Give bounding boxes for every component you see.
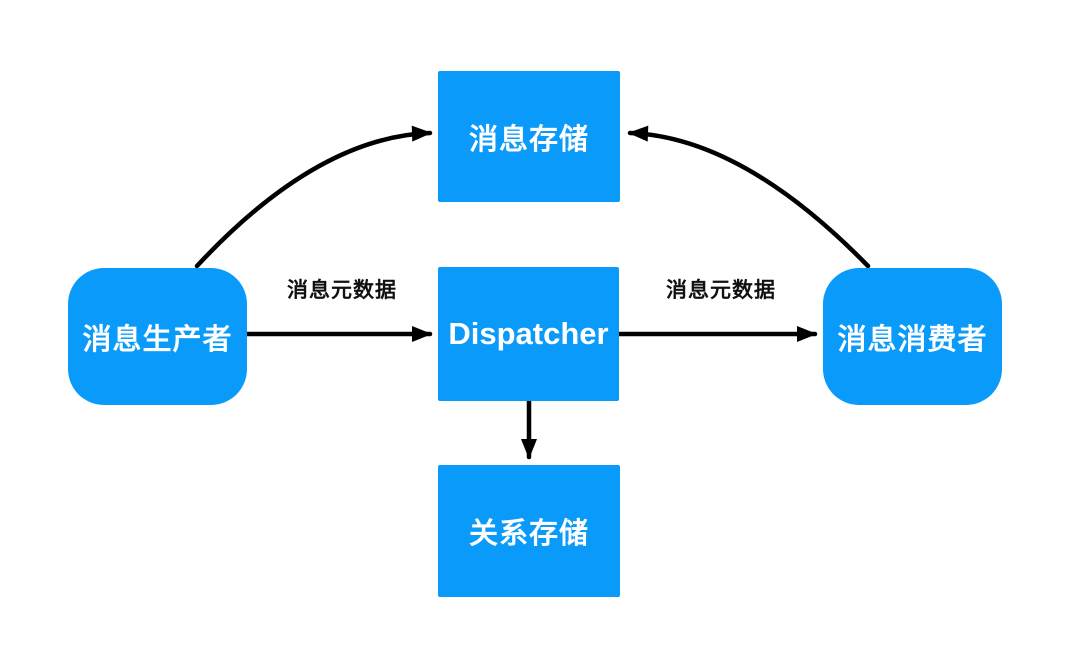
node-relation-storage: 关系存储 — [438, 465, 620, 597]
edge-label-producer-to-dispatcher: 消息元数据 — [287, 279, 397, 302]
arrow-producer-to-storage — [194, 125, 433, 269]
node-message-consumer: 消息消费者 — [823, 268, 1002, 405]
node-message-producer: 消息生产者 — [68, 268, 247, 405]
edge-label-dispatcher-to-consumer: 消息元数据 — [666, 279, 776, 302]
node-message-storage: 消息存储 — [438, 71, 620, 202]
arrow-consumer-to-storage — [627, 125, 871, 269]
node-dispatcher: Dispatcher — [438, 267, 619, 401]
